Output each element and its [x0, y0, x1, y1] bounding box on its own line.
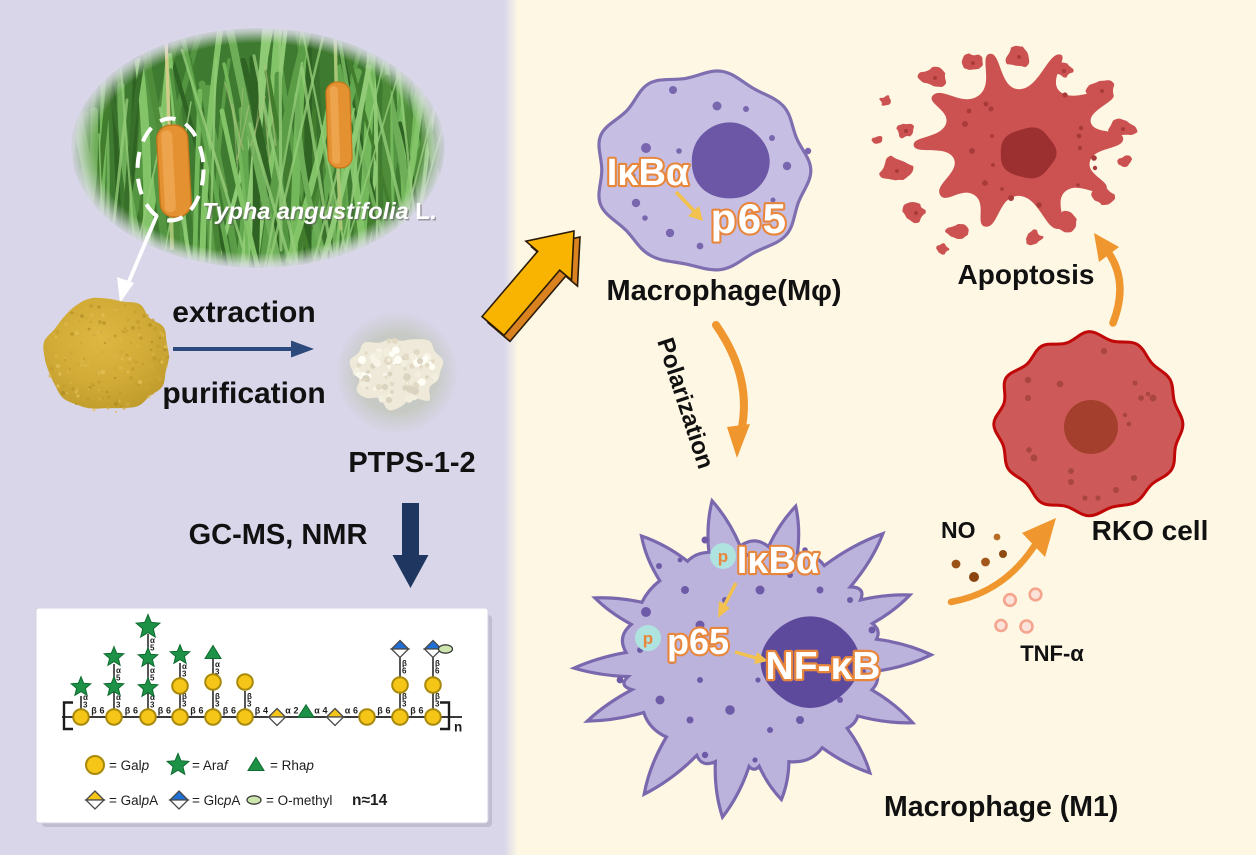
svg-text:α: α [215, 660, 220, 669]
svg-text:β: β [435, 692, 440, 701]
svg-text:p: p [643, 629, 653, 648]
svg-text:p: p [718, 547, 728, 566]
svg-text:6: 6 [353, 706, 358, 716]
svg-text:6: 6 [133, 706, 138, 716]
svg-text:NO: NO [941, 517, 976, 543]
svg-text:α: α [116, 693, 121, 702]
svg-text:6: 6 [166, 706, 171, 716]
svg-text:β: β [402, 692, 407, 701]
svg-text:β: β [182, 692, 187, 701]
svg-text:4: 4 [263, 706, 268, 716]
svg-text:6: 6 [435, 667, 440, 676]
svg-text:α: α [314, 706, 320, 716]
svg-text:Macrophage(Mφ): Macrophage(Mφ) [606, 275, 841, 307]
svg-text:6: 6 [385, 706, 390, 716]
svg-text:3: 3 [182, 700, 187, 709]
svg-text:Typha angustifolia L.: Typha angustifolia L. [204, 200, 438, 226]
svg-text:4: 4 [322, 706, 327, 716]
svg-text:n≈14: n≈14 [352, 792, 388, 809]
svg-text:extraction: extraction [172, 296, 315, 329]
svg-text:α: α [182, 662, 187, 671]
svg-text:α: α [150, 666, 155, 675]
svg-text:α: α [345, 706, 351, 716]
svg-text:6: 6 [402, 667, 407, 676]
svg-text:= O-methyl: = O-methyl [266, 793, 332, 808]
svg-text:6: 6 [198, 706, 203, 716]
svg-text:3: 3 [247, 700, 252, 709]
svg-text:Apoptosis: Apoptosis [958, 259, 1095, 290]
svg-text:3: 3 [83, 701, 88, 710]
svg-text:purification: purification [162, 377, 325, 410]
svg-text:5: 5 [150, 674, 155, 683]
svg-text:β: β [91, 706, 97, 716]
svg-text:TNF-α: TNF-α [1020, 641, 1084, 666]
svg-text:α: α [285, 706, 291, 716]
svg-text:2: 2 [293, 706, 298, 716]
svg-text:= Rhap: = Rhap [270, 758, 314, 773]
svg-text:β: β [435, 659, 440, 668]
svg-text:IκBα: IκBα [607, 152, 690, 194]
svg-text:β: β [125, 706, 131, 716]
svg-text:6: 6 [99, 706, 104, 716]
svg-text:α: α [150, 693, 155, 702]
svg-text:GC-MS, NMR: GC-MS, NMR [189, 519, 368, 551]
svg-text:β: β [410, 706, 416, 716]
svg-text:5: 5 [150, 644, 155, 653]
svg-text:6: 6 [418, 706, 423, 716]
svg-text:3: 3 [215, 668, 220, 677]
svg-text:3: 3 [435, 700, 440, 709]
svg-text:p65: p65 [667, 621, 729, 662]
svg-text:β: β [158, 706, 164, 716]
svg-text:β: β [223, 706, 229, 716]
svg-text:3: 3 [150, 701, 155, 710]
svg-text:Macrophage (M1): Macrophage (M1) [884, 791, 1118, 823]
svg-text:3: 3 [182, 670, 187, 679]
svg-text:3: 3 [215, 700, 220, 709]
svg-text:β: β [247, 692, 252, 701]
svg-text:p65: p65 [711, 195, 788, 242]
svg-text:β: β [402, 659, 407, 668]
svg-text:= Galp: = Galp [109, 758, 150, 773]
svg-text:NF-κB: NF-κB [766, 645, 881, 688]
svg-text:= Araf: = Araf [192, 758, 229, 773]
svg-text:3: 3 [402, 700, 407, 709]
svg-text:β: β [190, 706, 196, 716]
svg-text:5: 5 [116, 674, 121, 683]
svg-text:β: β [255, 706, 261, 716]
svg-text:α: α [150, 636, 155, 645]
svg-text:PTPS-1-2: PTPS-1-2 [348, 447, 475, 479]
svg-text:= GalpA: = GalpA [109, 793, 158, 808]
svg-text:IκBα: IκBα [737, 540, 820, 582]
svg-text:3: 3 [116, 701, 121, 710]
svg-text:β: β [377, 706, 383, 716]
svg-text:α: α [116, 666, 121, 675]
svg-text:α: α [83, 693, 88, 702]
svg-text:RKO cell: RKO cell [1092, 515, 1209, 546]
svg-text:n: n [454, 720, 462, 735]
svg-text:Typha angustifolia L.: Typha angustifolia L. [202, 198, 436, 224]
svg-text:= GlcpA: = GlcpA [192, 793, 240, 808]
svg-text:β: β [215, 692, 220, 701]
svg-text:6: 6 [231, 706, 236, 716]
